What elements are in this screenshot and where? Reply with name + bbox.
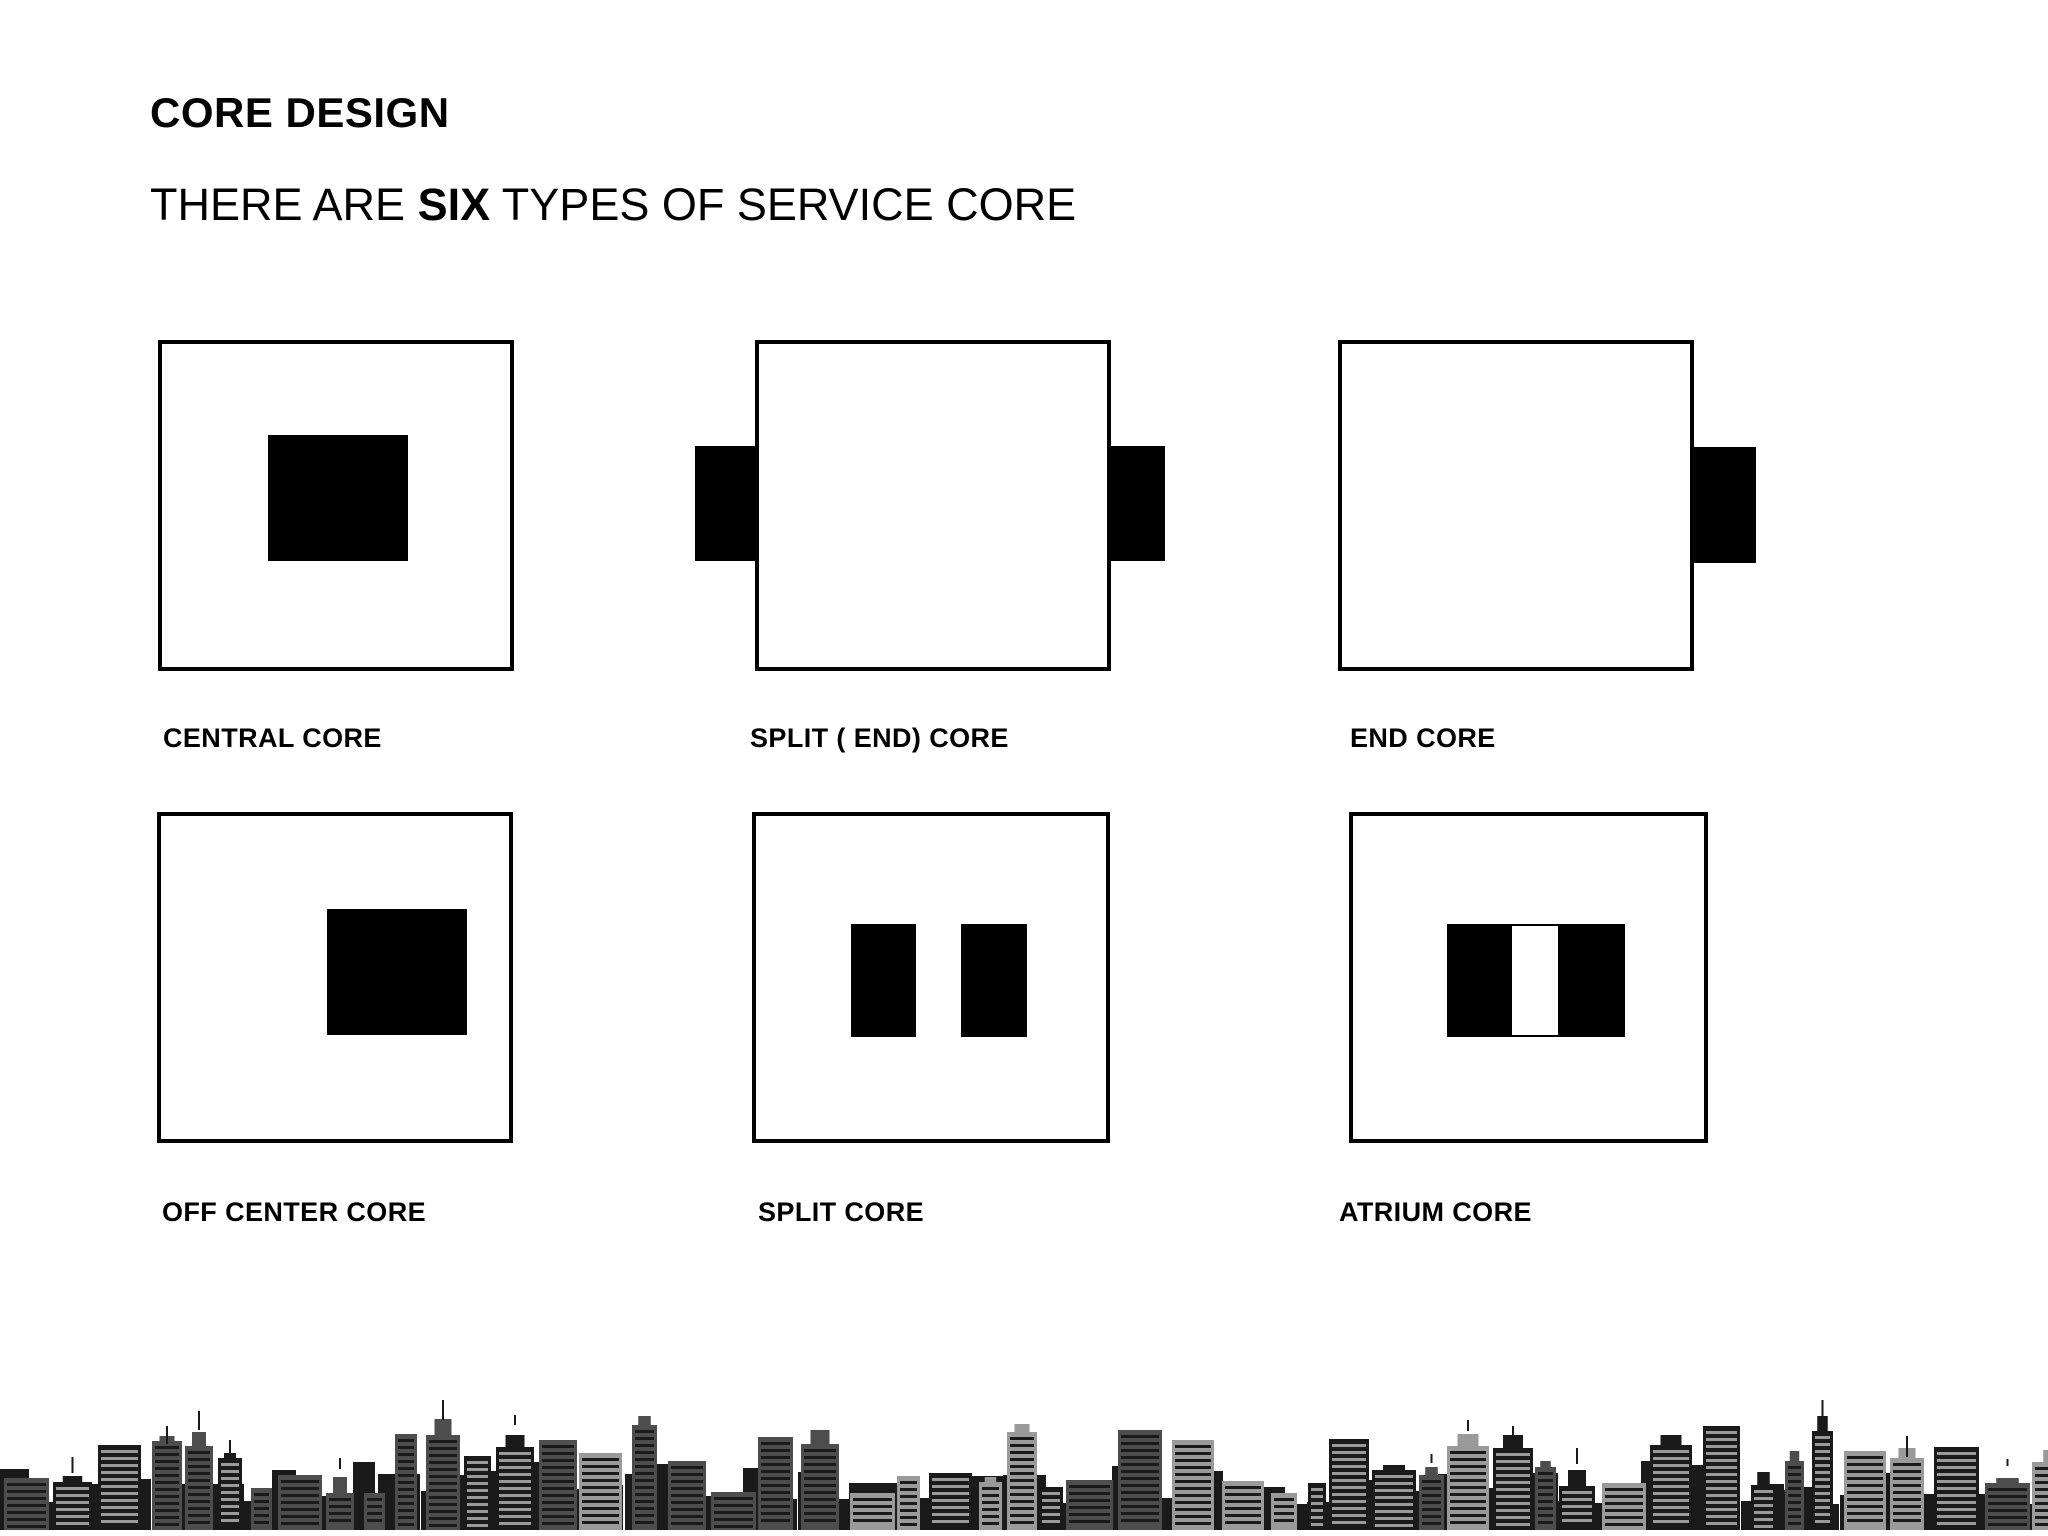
core-block-right (1109, 446, 1165, 561)
core-block-left (695, 446, 757, 561)
core-block (268, 435, 408, 561)
floor-plan-outline (1338, 340, 1694, 671)
floor-plan-outline (1349, 812, 1708, 1143)
diagram-off-center-core: OFF CENTER CORE (157, 812, 517, 1232)
diagram-atrium-core: ATRIUM CORE (1339, 812, 1709, 1232)
diagram-label-central-core: CENTRAL CORE (163, 723, 382, 753)
core-type-diagram-grid: CENTRAL CORE SPLIT ( END) CORE END CORE … (157, 340, 1768, 1232)
page-title: CORE DESIGN (150, 89, 450, 136)
subtitle-text-after: TYPES OF SERVICE CORE (490, 179, 1077, 230)
core-block-right (1560, 924, 1625, 1037)
diagram-label-split-end-core: SPLIT ( END) CORE (750, 723, 1009, 753)
core-block (327, 909, 467, 1035)
diagram-end-core: END CORE (1338, 340, 1768, 760)
diagram-central-core: CENTRAL CORE (158, 340, 518, 760)
diagram-label-atrium-core: ATRIUM CORE (1339, 1197, 1532, 1227)
subtitle-emphasis-six: SIX (417, 179, 491, 230)
core-block-left (851, 924, 916, 1037)
diagram-label-off-center-core: OFF CENTER CORE (162, 1197, 427, 1227)
diagram-split-end-core: SPLIT ( END) CORE (690, 340, 1165, 760)
core-block-right (961, 924, 1027, 1037)
page-subtitle: THERE ARE SIX TYPES OF SERVICE CORE (150, 182, 1076, 227)
diagram-label-split-core: SPLIT CORE (758, 1197, 925, 1227)
diagram-split-core: SPLIT CORE (752, 812, 1112, 1232)
city-skyline-footer-graphic (0, 1400, 2048, 1536)
atrium-void (1510, 924, 1560, 1037)
core-block-right (1692, 447, 1756, 563)
floor-plan-outline (755, 340, 1111, 671)
core-block-left (1447, 924, 1510, 1037)
subtitle-text-before: THERE ARE (150, 179, 418, 230)
diagram-label-end-core: END CORE (1350, 723, 1496, 753)
city-skyline-icon (0, 1400, 2048, 1536)
floor-plan-outline (752, 812, 1110, 1143)
